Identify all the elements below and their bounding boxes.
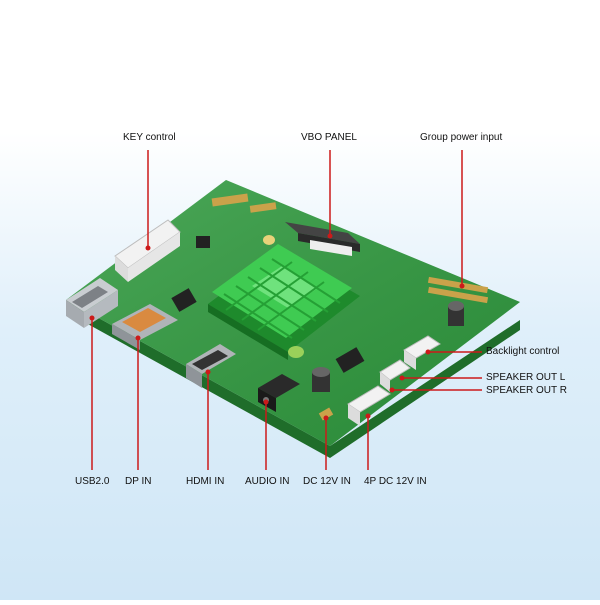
capacitor-1 [263, 235, 275, 245]
capacitor-4 [288, 346, 304, 358]
chip-2 [335, 347, 365, 373]
hdmi-port [186, 344, 236, 388]
header-pins-top [211, 193, 277, 213]
label-hdmi-in: HDMI IN [186, 476, 225, 487]
dc-12v-pad [318, 407, 334, 421]
label-vbo-panel: VBO PANEL [301, 132, 357, 143]
usb-port [66, 278, 118, 328]
label-audio-in: AUDIO IN [245, 476, 290, 487]
dp-port [112, 304, 178, 350]
label-dp-in: DP IN [125, 476, 152, 487]
label-key-control: KEY control [123, 132, 176, 143]
pcb-side [66, 300, 520, 458]
vbo-panel-connector [285, 222, 360, 256]
label-usb: USB2.0 [75, 476, 110, 487]
label-speaker-out-r: SPEAKER OUT R [486, 385, 567, 396]
capacitor-3 [448, 301, 464, 326]
label-4p-dc-12v-in: 4P DC 12V IN [364, 476, 427, 487]
4p-dc-connector [347, 385, 391, 426]
speaker-l-connector [379, 359, 411, 392]
capacitor-2 [312, 367, 330, 392]
heatsink [208, 244, 360, 360]
backlight-connector [403, 335, 441, 370]
chip-3 [196, 236, 210, 248]
label-backlight-control: Backlight control [486, 346, 560, 357]
chip-1 [171, 288, 197, 312]
label-speaker-out-l: SPEAKER OUT L [486, 372, 566, 383]
leader-dots [89, 233, 465, 421]
label-group-power-input: Group power input [420, 132, 503, 143]
group-power-pads [427, 276, 489, 304]
leader-lines [91, 150, 482, 470]
label-dc-12v-in: DC 12V IN [303, 476, 351, 487]
